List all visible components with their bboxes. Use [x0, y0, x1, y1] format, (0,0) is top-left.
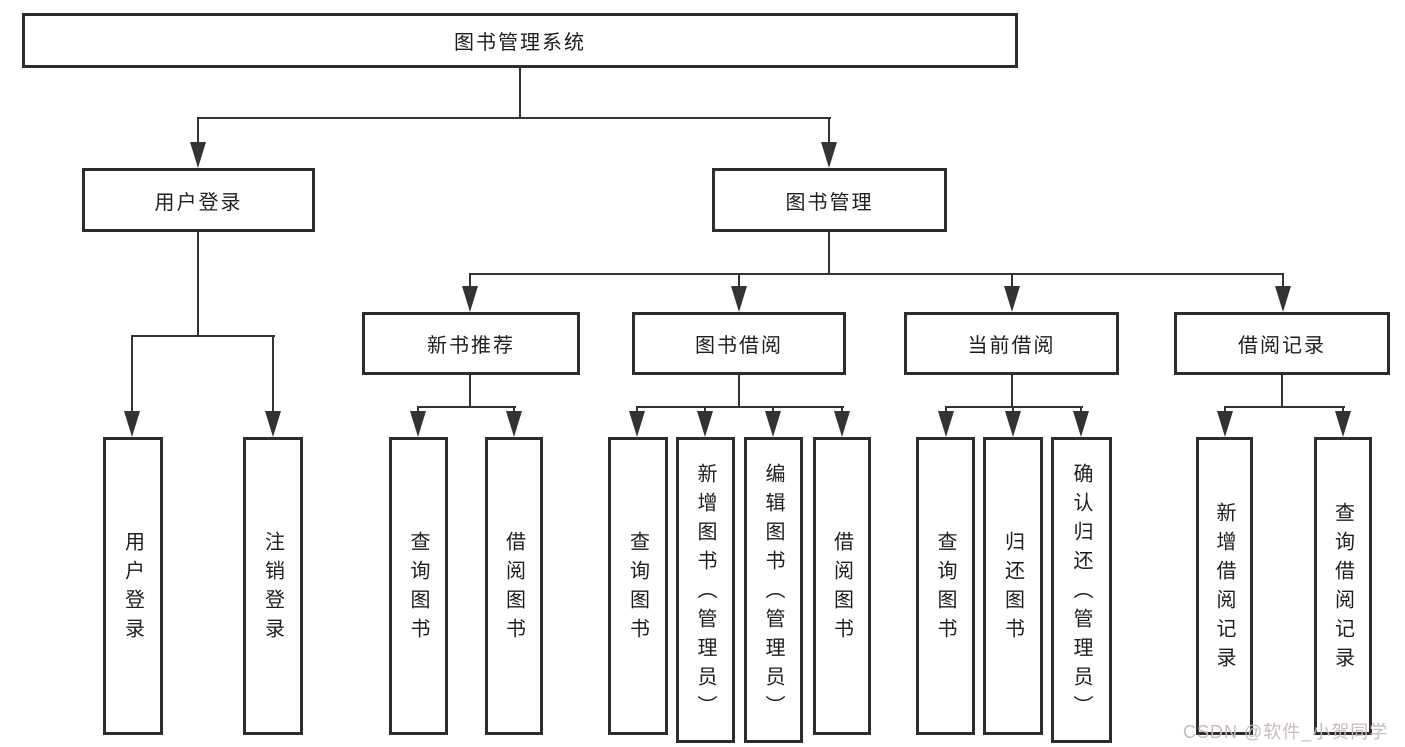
h-line: [197, 117, 831, 119]
leaf-edit-book-admin: 编辑图书（管理员）: [744, 437, 803, 743]
arrowhead-down-icon: [938, 411, 954, 437]
v-line: [272, 335, 274, 413]
h-line: [131, 335, 275, 337]
arrowhead-down-icon: [1005, 411, 1021, 437]
arrowhead-down-icon: [124, 411, 140, 437]
node-current-borrow: 当前借阅: [904, 312, 1119, 375]
node-user-login: 用户登录: [82, 168, 315, 232]
node-book-borrow: 图书借阅: [632, 312, 846, 375]
leaf-add-book-admin: 新增图书（管理员）: [676, 437, 735, 743]
node-new-book-recommend: 新书推荐: [362, 312, 580, 375]
v-line: [469, 375, 471, 408]
v-line: [1281, 375, 1283, 408]
arrowhead-down-icon: [1335, 411, 1351, 437]
arrowhead-down-icon: [731, 286, 747, 312]
h-line: [945, 406, 1083, 408]
v-line: [519, 68, 521, 119]
h-line: [417, 406, 516, 408]
arrowhead-down-icon: [765, 411, 781, 437]
arrowhead-down-icon: [410, 411, 426, 437]
node-root-library-system: 图书管理系统: [22, 13, 1018, 68]
arrowhead-down-icon: [697, 411, 713, 437]
h-line: [636, 406, 844, 408]
arrowhead-down-icon: [1073, 411, 1089, 437]
leaf-borrow-books-recommend: 借阅图书: [485, 437, 543, 735]
v-line: [1282, 273, 1284, 291]
v-line: [1011, 273, 1013, 291]
leaf-logout: 注销登录: [243, 437, 303, 735]
v-line: [828, 117, 830, 145]
v-line: [197, 232, 199, 337]
v-line: [197, 117, 199, 145]
csdn-watermark: CSDN @软件_小贺同学: [1183, 722, 1389, 742]
arrowhead-down-icon: [1275, 286, 1291, 312]
arrowhead-down-icon: [506, 411, 522, 437]
node-book-management: 图书管理: [712, 168, 947, 232]
arrowhead-down-icon: [265, 411, 281, 437]
node-borrow-records: 借阅记录: [1174, 312, 1390, 375]
arrowhead-down-icon: [1217, 411, 1233, 437]
v-line: [1011, 375, 1013, 408]
leaf-query-books-recommend: 查询图书: [389, 437, 448, 735]
leaf-return-book: 归还图书: [983, 437, 1043, 735]
arrowhead-down-icon: [462, 286, 478, 312]
v-line: [469, 273, 471, 291]
v-line: [828, 232, 830, 275]
leaf-query-books-borrow: 查询图书: [608, 437, 668, 735]
v-line: [131, 335, 133, 413]
h-line: [469, 273, 1284, 275]
h-line: [1224, 406, 1345, 408]
leaf-add-borrow-record: 新增借阅记录: [1196, 437, 1253, 735]
arrowhead-down-icon: [629, 411, 645, 437]
v-line: [738, 273, 740, 291]
leaf-confirm-return-admin: 确认归还（管理员）: [1051, 437, 1112, 743]
arrowhead-down-icon: [834, 411, 850, 437]
v-line: [738, 375, 740, 408]
arrowhead-down-icon: [190, 142, 206, 168]
leaf-user-login: 用户登录: [103, 437, 163, 735]
leaf-query-books-current: 查询图书: [916, 437, 975, 735]
leaf-query-borrow-record: 查询借阅记录: [1314, 437, 1372, 735]
leaf-borrow-books: 借阅图书: [813, 437, 871, 735]
arrowhead-down-icon: [1004, 286, 1020, 312]
arrowhead-down-icon: [821, 142, 837, 168]
